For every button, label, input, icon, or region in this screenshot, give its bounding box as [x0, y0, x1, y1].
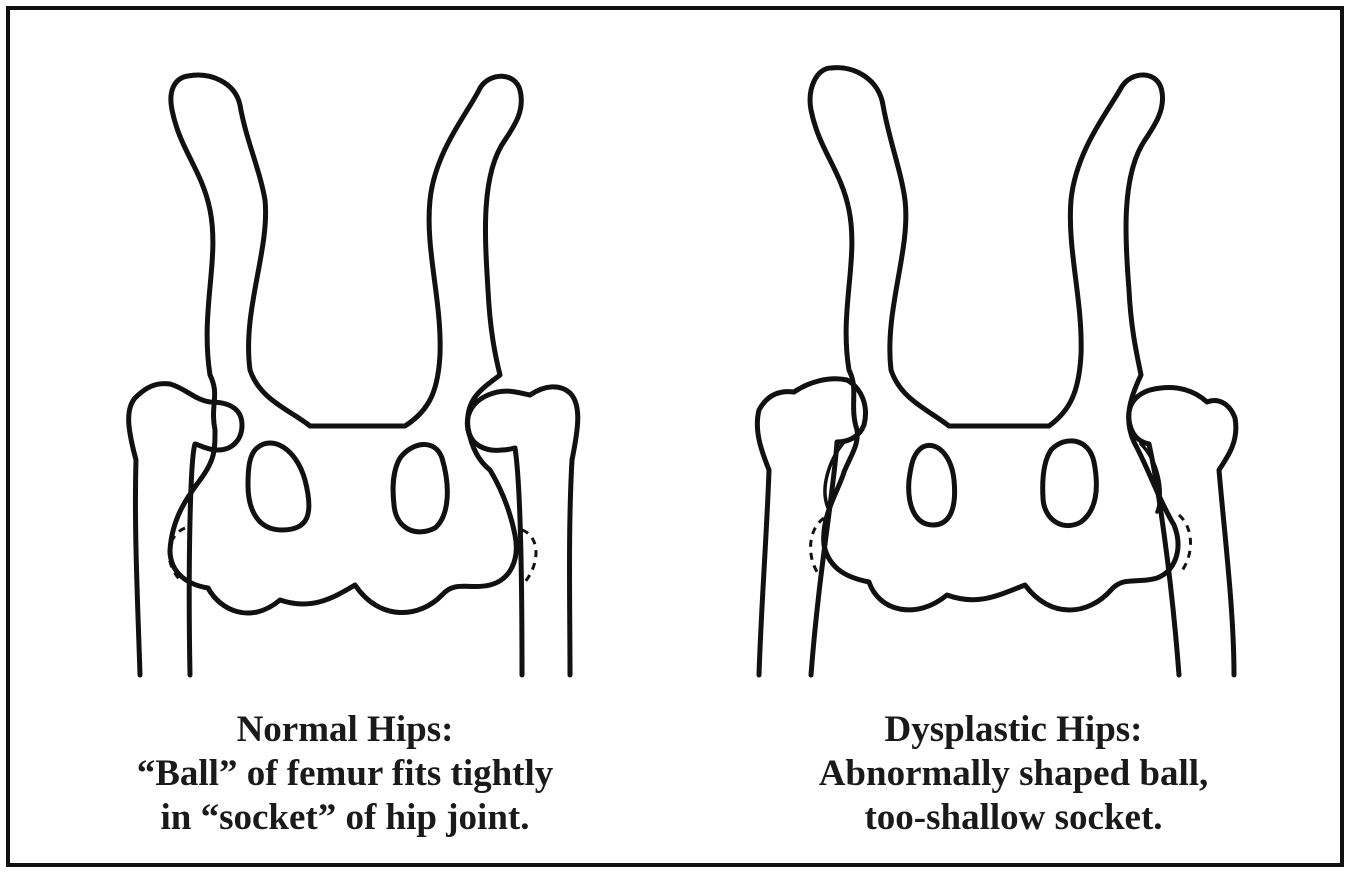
- normal-hips-illustration: [10, 10, 679, 690]
- dysplastic-hips-illustration: [679, 10, 1348, 690]
- dysplastic-hips-caption: Dysplastic Hips: Abnormally shaped ball,…: [679, 708, 1348, 840]
- dysplastic-hips-panel: Dysplastic Hips: Abnormally shaped ball,…: [679, 10, 1348, 863]
- dysplastic-left-foramen: [909, 445, 955, 525]
- normal-left-foramen: [248, 443, 309, 530]
- normal-right-foramen: [393, 444, 447, 531]
- normal-hips-caption: Normal Hips: “Ball” of femur fits tightl…: [15, 708, 675, 840]
- dysplastic-hips-line-2: too-shallow socket.: [679, 796, 1348, 840]
- dysplastic-right-socket-dashed: [1179, 515, 1191, 572]
- dysplastic-right-foramen: [1043, 441, 1097, 526]
- normal-hips-title: Normal Hips:: [15, 708, 675, 752]
- dysplastic-hips-line-1: Abnormally shaped ball,: [679, 752, 1348, 796]
- diagram-frame: Normal Hips: “Ball” of femur fits tightl…: [6, 6, 1344, 867]
- dysplastic-hips-title: Dysplastic Hips:: [679, 708, 1348, 752]
- normal-right-socket-dashed: [522, 530, 536, 582]
- normal-hips-line-2: in “socket” of hip joint.: [15, 796, 675, 840]
- normal-pelvis-outline: [170, 75, 521, 613]
- normal-hips-panel: Normal Hips: “Ball” of femur fits tightl…: [10, 10, 679, 863]
- normal-hips-line-1: “Ball” of femur fits tightly: [15, 752, 675, 796]
- dysplastic-right-femur: [1129, 388, 1236, 675]
- dysplastic-pelvis-outline: [810, 68, 1178, 610]
- dysplastic-left-femur: [757, 379, 865, 675]
